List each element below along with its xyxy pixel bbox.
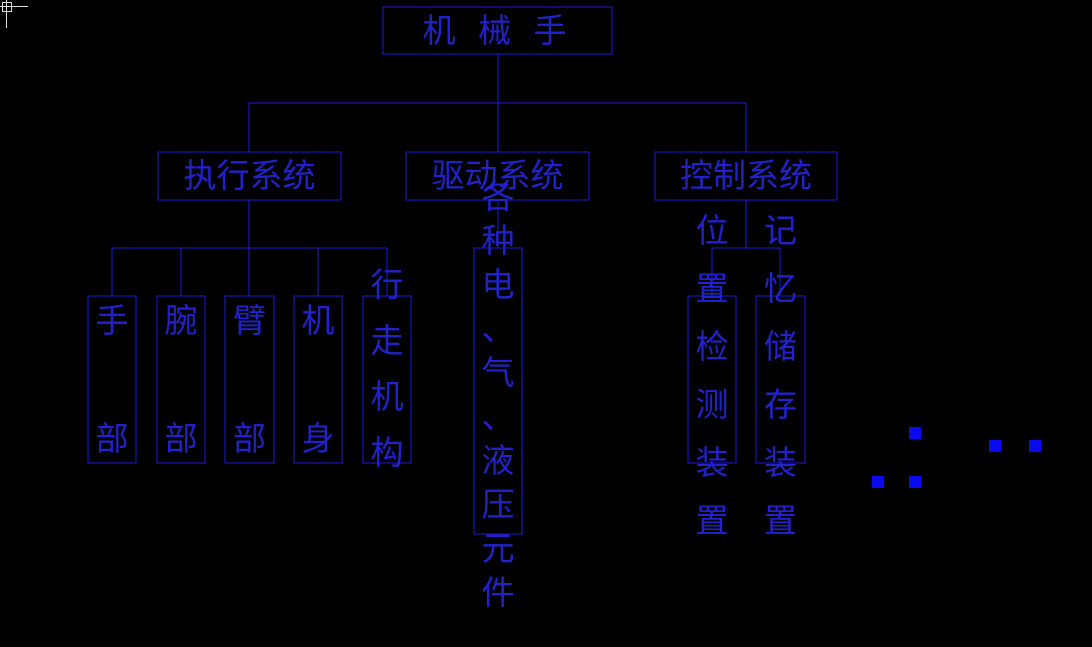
label-glyph: 、 [481,397,515,436]
exec-part-label-4: 机身 [294,304,342,456]
exec-box-5 [362,295,412,464]
label-glyph: 腕 [164,301,198,340]
label-glyph: 身 [301,419,335,458]
label-glyph: 电 [481,265,515,304]
exec-part-label-5: 行走机构 [363,268,411,498]
grip-handle[interactable] [989,440,1001,452]
root-label: 机 械 手 [422,11,573,50]
crosshair-cursor-box [2,2,12,12]
label-glyph: 部 [95,419,129,458]
exec-part-label-3: 臂部 [225,304,274,456]
label-glyph: 检 [695,327,729,366]
label-glyph: 位 [695,211,729,250]
label-glyph: 元 [481,529,515,568]
grip-handle[interactable] [909,427,921,439]
label-glyph: 忆 [764,269,797,308]
label-glyph: 部 [233,419,266,458]
exec-part-label-1: 手部 [88,304,136,456]
label-glyph: 种 [481,221,515,260]
label-glyph: 储 [764,327,797,366]
label-glyph: 置 [764,501,797,540]
label-glyph: 气 [481,353,515,392]
label-glyph: 构 [370,433,404,472]
control-box-2 [755,295,806,464]
label-glyph: 装 [764,443,797,482]
drive-box-1 [473,247,523,535]
grip-handle[interactable] [872,476,884,488]
label-glyph: 机 [301,301,335,340]
grip-handle[interactable] [909,476,921,488]
label-glyph: 手 [95,301,129,340]
label-glyph: 臂 [233,301,266,340]
exec-box-3 [224,295,275,464]
label-glyph: 部 [164,419,198,458]
label-glyph: 装 [695,443,729,482]
control-part-label-1: 位置检测装置 [688,214,736,554]
exec-box-2 [156,295,206,464]
crosshair-cursor-horizontal [0,6,28,7]
label-glyph: 压 [481,485,515,524]
exec-part-label-2: 腕部 [157,304,205,456]
label-glyph: 置 [695,269,729,308]
branch-label-execution: 执行系统 [183,156,316,195]
label-glyph: 机 [370,377,404,416]
label-glyph: 各 [481,177,515,216]
label-glyph: 存 [764,385,797,424]
label-glyph: 走 [370,321,404,360]
control-part-label-2: 记忆储存装置 [756,214,805,554]
label-glyph: 液 [481,441,515,480]
label-glyph: 记 [764,211,797,250]
branch-label-drive: 驱动系统 [431,156,564,195]
label-glyph: 测 [695,385,729,424]
branch-label-control: 控制系统 [680,156,812,195]
label-glyph: 件 [481,573,515,612]
crosshair-cursor-vertical [6,0,7,28]
drive-part-label-1: 各种电、气、液压元件 [474,180,522,620]
label-glyph: 置 [695,501,729,540]
exec-box-4 [293,295,343,464]
label-glyph: 行 [370,265,404,304]
control-box-1 [687,295,737,464]
label-glyph: 、 [481,309,515,348]
exec-box-1 [87,295,137,464]
grip-handle[interactable] [1029,440,1041,452]
